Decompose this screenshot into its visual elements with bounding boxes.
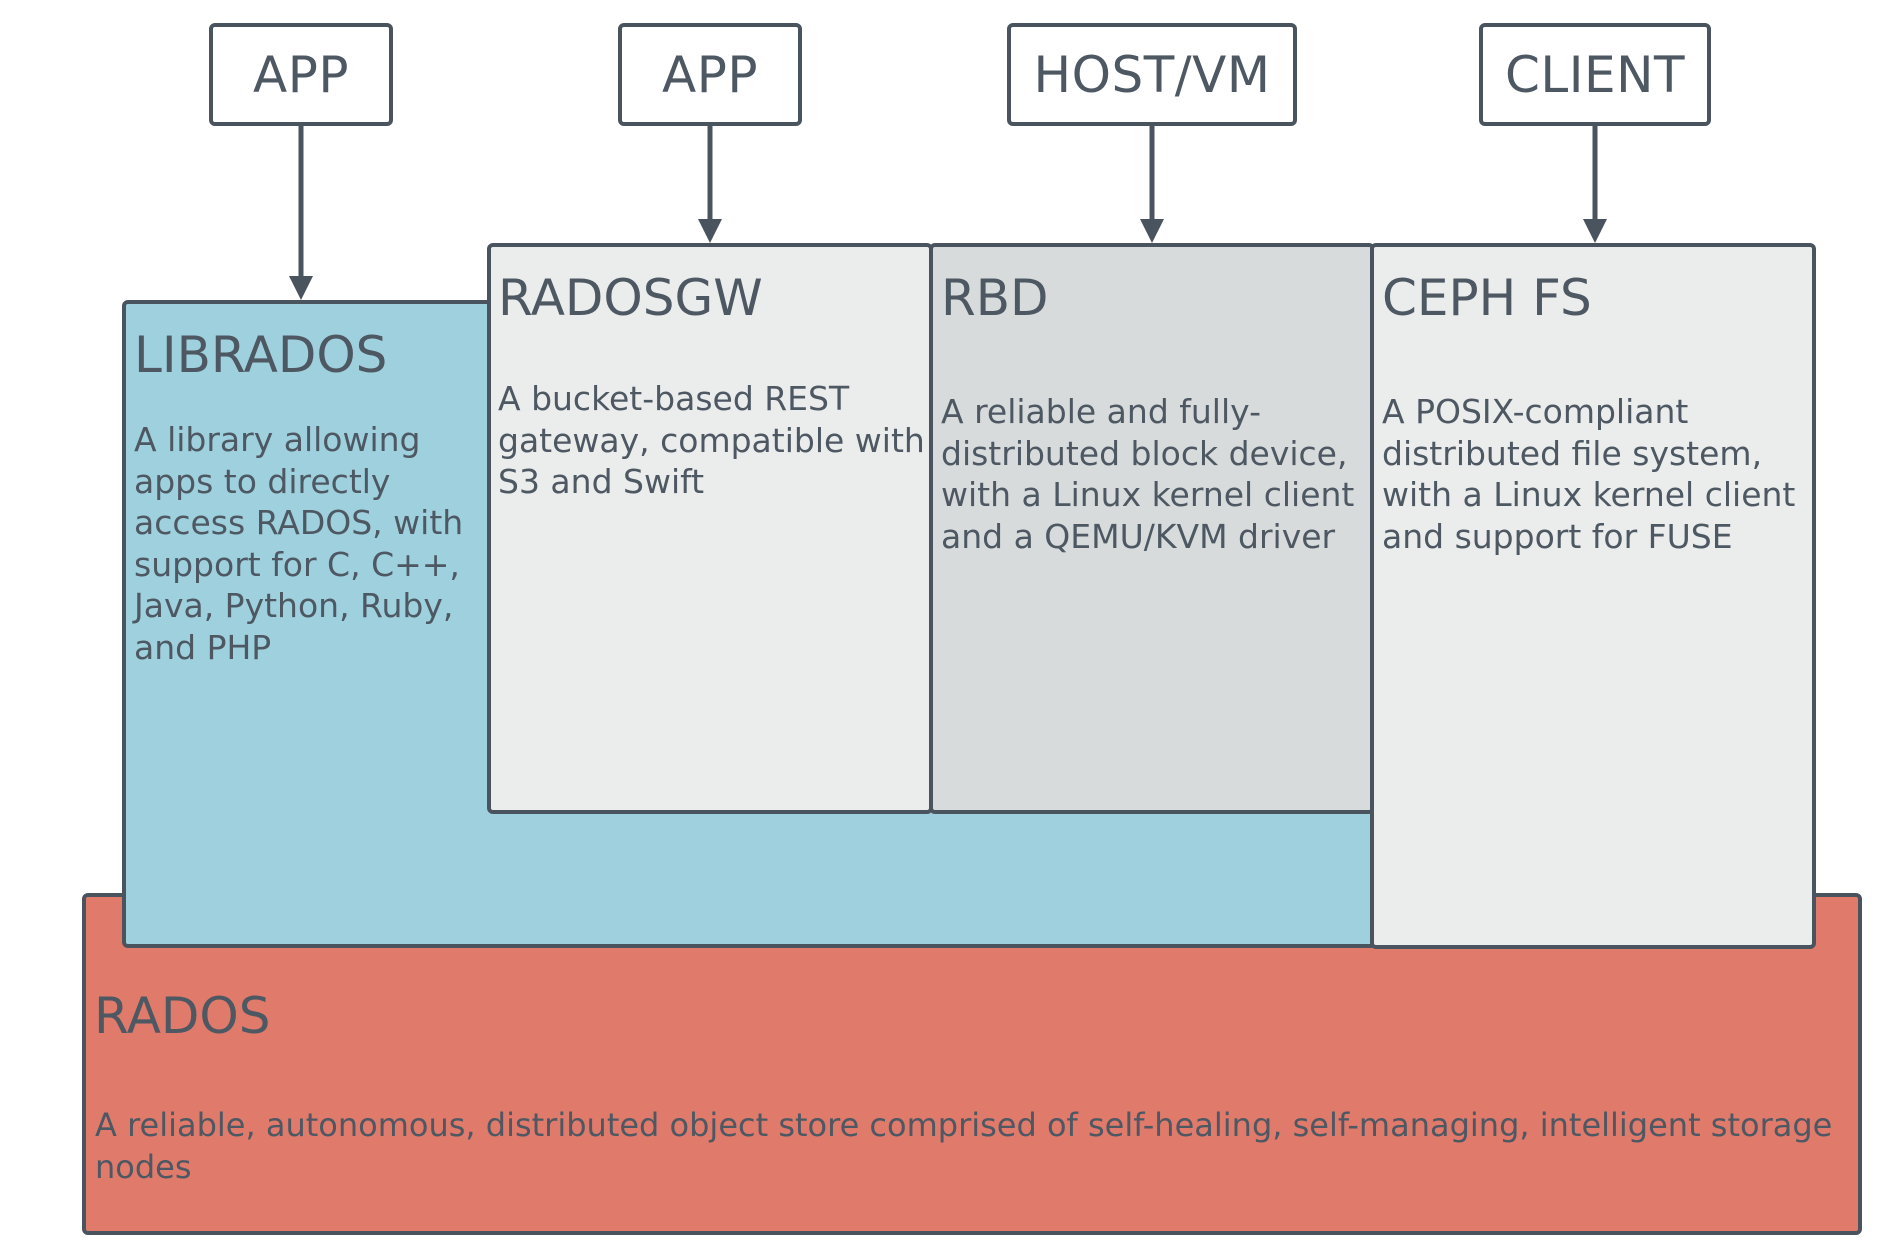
rados-title: RADOS [94, 987, 271, 1045]
client-box: CLIENT [1479, 23, 1711, 126]
cephfs-box: CEPH FS A POSIX-compliant distributed fi… [1370, 243, 1816, 949]
app-box-2: APP [618, 23, 802, 126]
app-box-1: APP [209, 23, 393, 126]
radosgw-box: RADOSGW A bucket-based REST gateway, com… [487, 243, 933, 814]
rbd-description: A reliable and fully-distributed block d… [941, 392, 1355, 556]
rados-box: RADOS A reliable, autonomous, distribute… [82, 893, 1862, 1235]
cephfs-title: CEPH FS [1382, 269, 1592, 327]
cephfs-description: A POSIX-compliant distributed file syste… [1382, 392, 1796, 556]
rados-description: A reliable, autonomous, distributed obje… [95, 1106, 1833, 1186]
librados-title: LIBRADOS [134, 326, 388, 384]
arrowhead-rbd-icon [1140, 219, 1164, 243]
radosgw-title: RADOSGW [498, 269, 763, 327]
librados-description: A library allowing apps to directly acce… [134, 420, 464, 667]
radosgw-description: A bucket-based REST gateway, compatible … [498, 379, 925, 501]
host-vm-box: HOST/VM [1007, 23, 1297, 126]
rbd-box: RBD A reliable and fully-distributed blo… [929, 243, 1375, 814]
arrowhead-radosgw-icon [698, 219, 722, 243]
arrowhead-cephfs-icon [1583, 219, 1607, 243]
arrowhead-librados-icon [289, 276, 313, 300]
rbd-title: RBD [941, 269, 1049, 327]
